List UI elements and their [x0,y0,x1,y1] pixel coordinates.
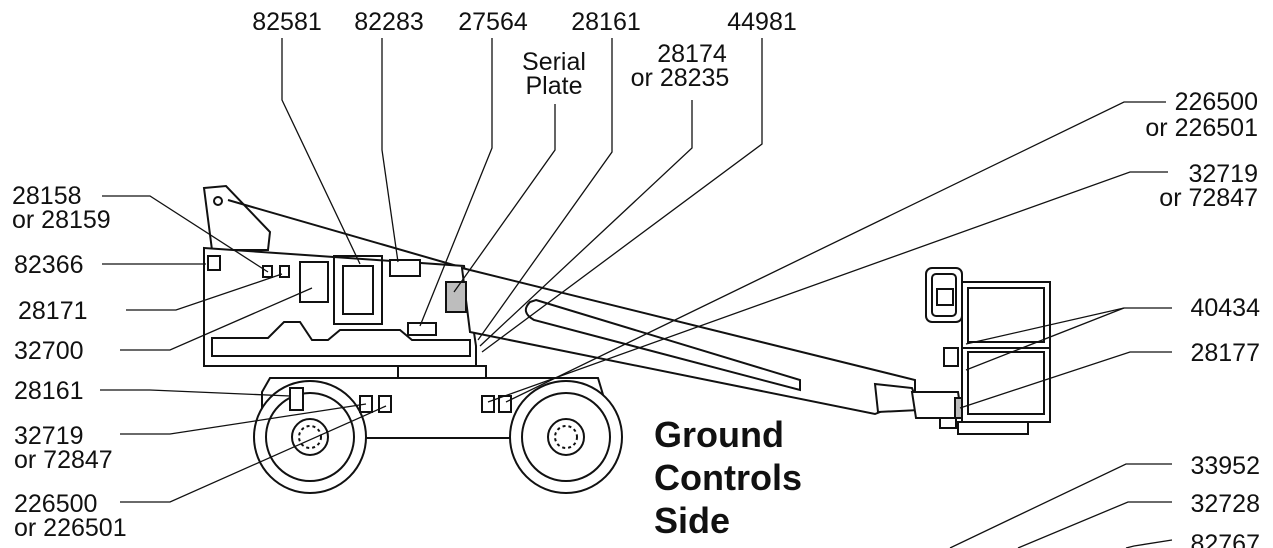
leader-33952 [949,463,1172,548]
left-wheel-hub [291,418,329,456]
turntable-inner-profile [211,321,471,357]
right-wheel-tire [509,380,623,494]
leader-28161-top [477,38,613,341]
label-32700: 32700 [14,337,84,365]
decal-82581-inner [342,265,374,315]
leader-82283 [381,38,399,263]
label-27564: 27564 [458,8,528,36]
basket-mount-post [943,347,959,367]
label-plate: Plate [526,72,583,100]
label-or-226501-right: or 226501 [1145,114,1258,142]
label-28158: 28158 [12,182,82,210]
boom-slot [524,298,801,392]
label-44981: 44981 [727,8,797,36]
leader-28174 [479,100,693,347]
label-40434: 40434 [1190,294,1260,322]
label-226500-right: 226500 [1175,88,1258,116]
label-82366: 82366 [14,251,84,279]
leader-32728 [1017,501,1172,548]
title-line-ground: Ground [654,414,784,455]
control-box-inner [931,273,957,317]
leader-44981 [481,38,763,353]
left-wheel-tire [253,380,367,494]
label-or-72847-left: or 72847 [14,446,113,474]
label-33952: 33952 [1190,452,1260,480]
label-82767: 82767 [1190,530,1260,548]
leader-32719-right [487,171,1168,403]
left-wheel-lugs [298,425,322,449]
platform-foot [939,417,957,429]
label-28161-left: 28161 [14,377,84,405]
label-28174: 28174 [657,40,727,68]
label-82283: 82283 [354,8,424,36]
boom-lift-drawing [202,184,1051,494]
leader-28171 [126,273,283,311]
decal-226500-right-a [481,395,495,413]
control-box-decal [936,288,954,306]
label-or-226501-left: or 226501 [14,514,127,542]
leader-28158 [102,195,269,273]
leader-28161-left [100,389,291,397]
leader-40434-b [965,307,1125,371]
right-wheel-lugs [554,425,578,449]
decal-82283 [389,259,421,277]
decal-44981 [445,281,467,313]
decal-82366 [207,255,221,271]
turntable-boom-bracket [202,184,272,251]
leader-82581 [281,38,361,265]
leader-serial-plate [453,104,556,293]
decal-28158-b [279,265,290,278]
leader-lines [100,38,1173,548]
label-28171: 28171 [18,297,88,325]
decal-27564 [407,322,437,336]
decal-82581-outer [333,255,383,325]
decal-226500-left-b [378,395,392,413]
label-or-28159: or 28159 [12,206,111,234]
right-wheel-rim [521,392,611,482]
label-226500-left: 226500 [14,490,97,518]
left-wheel-rim [265,392,355,482]
label-serial: Serial [522,48,586,76]
title-line-side: Side [654,500,730,541]
leader-32700 [120,287,313,351]
right-wheel-hub [547,418,585,456]
label-32719-left: 32719 [14,422,84,450]
leader-27564 [419,38,493,327]
leader-226500-left [120,405,387,503]
basket-lower-panel [967,351,1045,415]
leader-226500-right [505,101,1166,403]
label-28161-top: 28161 [571,8,641,36]
title-line-controls: Controls [654,457,802,498]
pivot-pin [213,196,223,206]
label-82581: 82581 [252,8,322,36]
basket-floor [957,421,1029,435]
decal-32719-right-b [498,395,512,413]
basket-upper-panel [967,287,1045,343]
label-32719-right: 32719 [1188,160,1258,188]
label-or-28235: or 28235 [631,64,730,92]
turntable-body [203,246,477,367]
label-28177: 28177 [1190,339,1260,367]
part-labels: 82581 82283 27564 28161 44981 Serial Pla… [12,8,1260,548]
leader-32719-left [120,403,367,435]
label-or-72847-right: or 72847 [1159,184,1258,212]
decal-32700 [299,261,329,303]
leader-28177 [959,351,1172,409]
leader-82767 [1125,539,1173,548]
diagram-title: Ground Controls Side [654,414,802,541]
label-32728: 32728 [1190,490,1260,518]
decal-28161-chassis [289,387,304,411]
